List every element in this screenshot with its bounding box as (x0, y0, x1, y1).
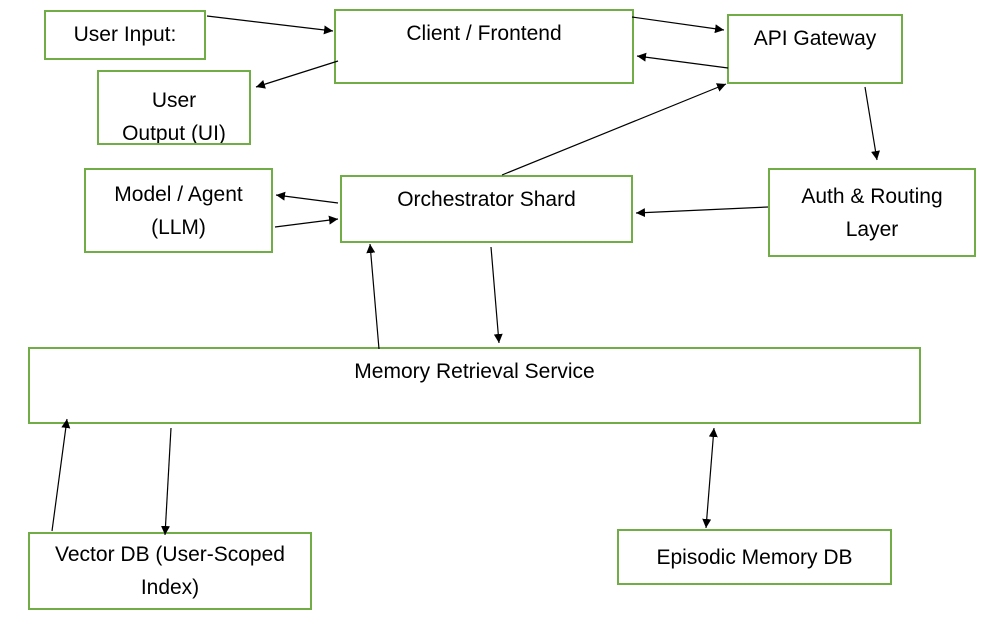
client-frontend-label: Client / Frontend (406, 22, 562, 45)
auth-routing-label-line-2: Layer (845, 217, 899, 241)
model-agent-label-line-1: Model / Agent (114, 182, 243, 206)
user-output-label-line-1: User (151, 89, 197, 112)
arrow-model-agent-to-orchestrator (274, 215, 339, 228)
api-gateway-node: API Gateway (727, 14, 903, 84)
arrow-memory-to-vector-db (161, 427, 172, 536)
arrow-memory-episodic-bidirectional (702, 427, 718, 529)
vector-db-node: Vector DB (User-Scoped Index) (28, 532, 312, 610)
arrow-orchestrator-to-memory (490, 246, 503, 344)
orchestrator-shard-node: Orchestrator Shard (340, 175, 633, 243)
episodic-memory-db-node: Episodic Memory DB (617, 529, 892, 585)
api-gateway-label: API Gateway (753, 27, 877, 50)
arrow-vector-db-to-memory (51, 418, 71, 532)
user-output-label-line-2: Output (UI) (122, 122, 226, 145)
model-agent-label-line-2: (LLM) (151, 215, 206, 239)
model-agent-node: Model / Agent (LLM) (84, 168, 273, 253)
auth-routing-node: Auth & Routing Layer (768, 168, 976, 257)
client-frontend-node: Client / Frontend (334, 9, 634, 84)
orchestrator-shard-label: Orchestrator Shard (397, 188, 576, 211)
vector-db-label-line-1: Vector DB (User-Scoped (55, 543, 285, 566)
user-input-node: User Input: (44, 10, 206, 60)
arrow-auth-routing-to-orchestrator (635, 206, 769, 218)
auth-routing-label-line-1: Auth & Routing (801, 184, 943, 208)
arrow-api-gateway-to-auth-routing (864, 86, 880, 161)
user-input-label: User Input: (73, 23, 177, 46)
arrow-memory-to-orchestrator (366, 243, 380, 350)
episodic-memory-db-label: Episodic Memory DB (656, 545, 853, 569)
memory-retrieval-service-label: Memory Retrieval Service (354, 360, 595, 383)
arrow-orchestrator-to-model-agent (275, 191, 339, 204)
vector-db-label-line-2: Index) (140, 576, 200, 599)
arrow-orchestrator-to-api-gateway (501, 83, 727, 176)
arrow-client-to-user-output (255, 60, 339, 89)
arrow-api-gateway-to-client (636, 52, 729, 69)
arrow-client-to-api-gateway (631, 16, 725, 34)
user-output-node: User Output (UI) (97, 70, 251, 145)
memory-retrieval-service-node: Memory Retrieval Service (28, 347, 921, 424)
arrow-user-input-to-client (206, 15, 334, 35)
